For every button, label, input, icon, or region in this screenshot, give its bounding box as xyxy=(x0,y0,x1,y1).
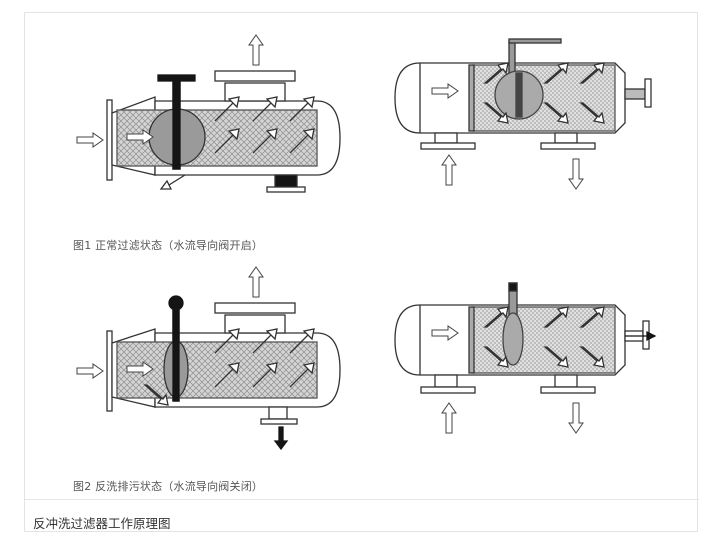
figure2-caption: 图2 反洗排污状态（水流导向阀关闭） xyxy=(73,480,264,493)
divider xyxy=(25,499,699,500)
outlet-arrow-icon xyxy=(248,34,264,66)
main-caption: 反冲洗过滤器工作原理图 xyxy=(33,516,171,531)
fig2-right-filter xyxy=(394,282,657,434)
filter-diagram xyxy=(76,34,657,451)
fig2-left-filter xyxy=(76,266,341,451)
fig1-right-filter xyxy=(394,38,652,190)
fig1-left-filter xyxy=(76,34,341,193)
inlet-arrow-icon xyxy=(76,132,104,148)
figure-card: 图1 正常过滤状态（水流导向阀开启） 图2 反洗排污状态（水流导向阀关闭） 反冲… xyxy=(24,12,699,532)
figure1-caption: 图1 正常过滤状态（水流导向阀开启） xyxy=(73,239,264,252)
